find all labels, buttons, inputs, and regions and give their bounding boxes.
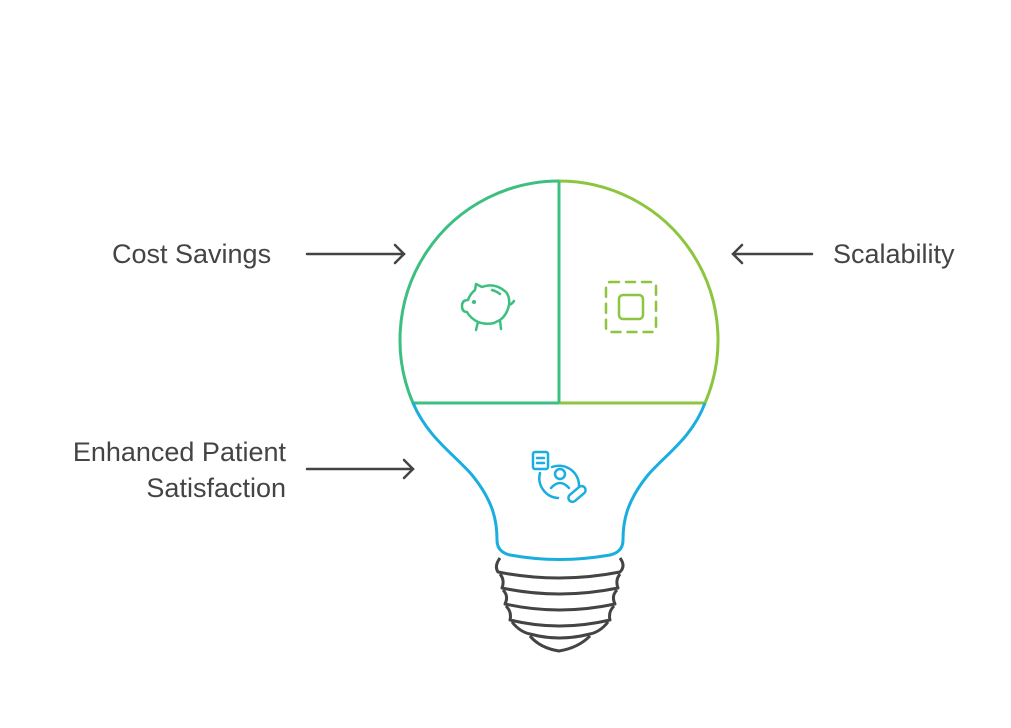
scale-frame-icon [604, 280, 658, 334]
label-scalability: Scalability [833, 239, 955, 269]
bulb-segment-patient-satisfaction [411, 402, 707, 561]
arrow-scalability [731, 243, 814, 265]
label-patient-line1: Enhanced Patient [72, 437, 286, 467]
label-cost-savings: Cost Savings [112, 239, 272, 269]
patient-care-icon [531, 450, 587, 504]
label-patient-satisfaction: Enhanced Patient Satisfaction [73, 434, 286, 506]
bulb-segment-scalability [558, 179, 720, 405]
bulb-segment-cost-savings [398, 179, 561, 405]
arrow-cost-savings [305, 243, 406, 265]
label-patient-line2: Satisfaction [146, 473, 286, 503]
arrow-patient-satisfaction [305, 458, 415, 480]
piggy-bank-icon [460, 282, 516, 332]
bulb-screw-base [494, 557, 625, 653]
